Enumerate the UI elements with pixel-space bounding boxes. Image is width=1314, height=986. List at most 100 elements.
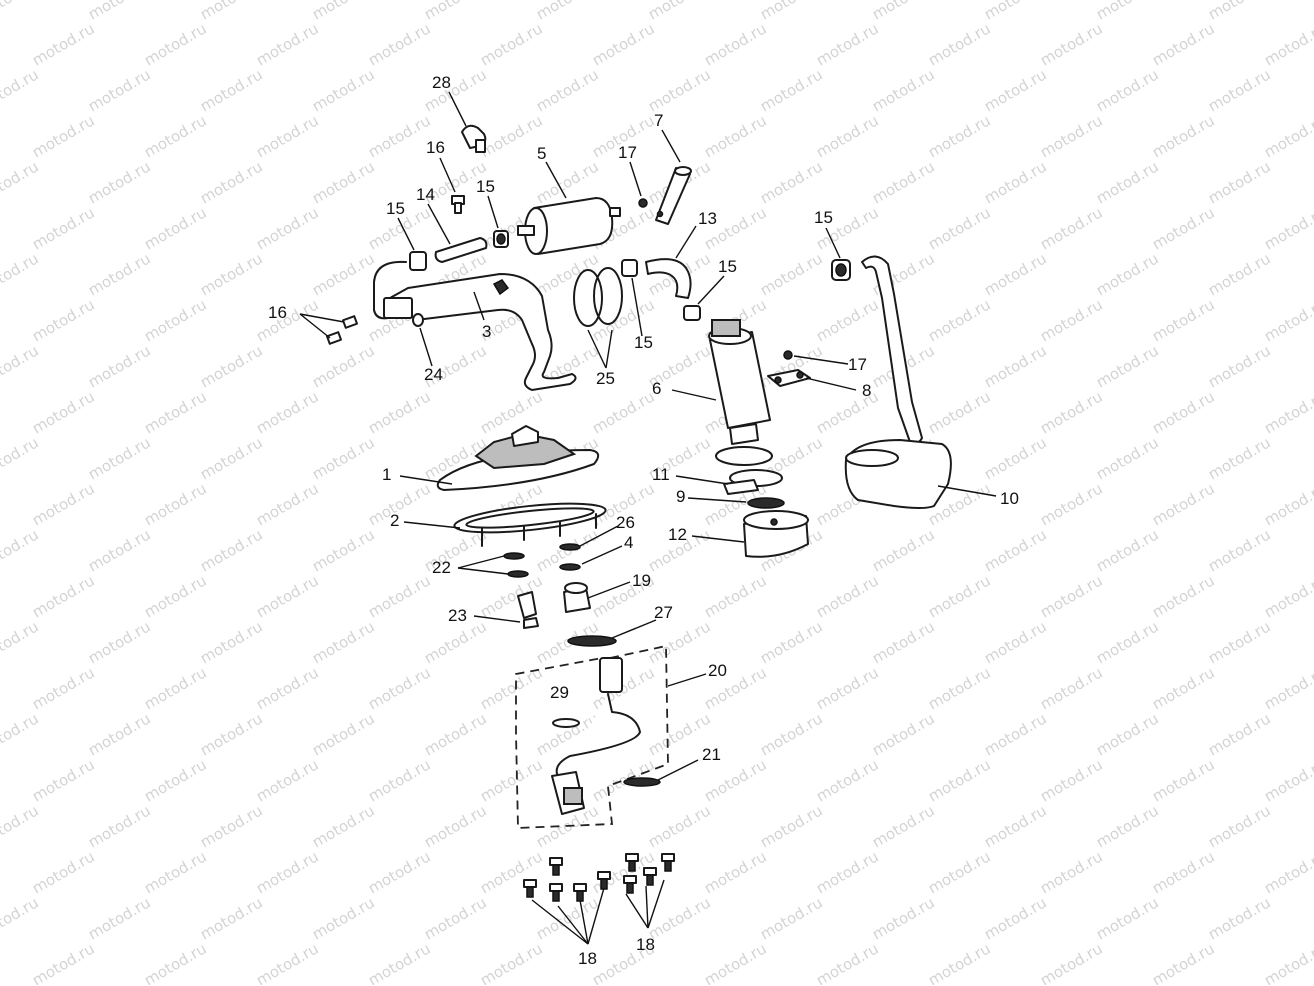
watermark-text: motod.ru — [29, 479, 98, 529]
part-16-bolt-upper — [451, 195, 465, 214]
watermark-text: motod.ru — [645, 617, 714, 667]
callout-12: 12 — [668, 525, 687, 544]
watermark-text: motod.ru — [253, 755, 322, 805]
callout-1: 1 — [382, 465, 391, 484]
callout-26: 26 — [616, 513, 635, 532]
watermark-text: motod.ru — [1093, 525, 1162, 575]
watermark-text: motod.ru — [981, 433, 1050, 483]
watermark-text: motod.ru — [813, 755, 882, 805]
watermark-text: motod.ru — [421, 709, 490, 759]
watermark-text: motod.ru — [197, 341, 266, 391]
watermark-text: motod.ru — [0, 709, 42, 759]
watermark-text: motod.ru — [1205, 801, 1274, 851]
watermark-text: motod.ru — [925, 387, 994, 437]
watermark-text: motod.ru — [253, 663, 322, 713]
watermark-text: motod.ru — [757, 65, 826, 115]
watermark-text: motod.ru — [197, 249, 266, 299]
watermark-text: motod.ru — [533, 249, 602, 299]
watermark-text: motod.ru — [1261, 295, 1314, 345]
watermark-text: motod.ru — [1149, 663, 1218, 713]
watermark-text: motod.ru — [309, 341, 378, 391]
callout-8: 8 — [862, 381, 871, 400]
watermark-text: motod.ru — [813, 295, 882, 345]
part-3-fuel-pipe — [373, 260, 577, 391]
part-13-bent-hose — [645, 258, 692, 299]
watermark-text: motod.ru — [813, 939, 882, 986]
screw-18 — [549, 857, 563, 876]
watermark-text: motod.ru — [1205, 0, 1274, 23]
watermark-text: motod.ru — [981, 157, 1050, 207]
part-11-ring — [723, 469, 783, 495]
screw-18 — [661, 853, 675, 872]
watermark-text: motod.ru — [757, 157, 826, 207]
watermark-text: motod.ru — [141, 111, 210, 161]
screw-18 — [549, 883, 563, 902]
watermark-text: motod.ru — [869, 525, 938, 575]
watermark-text: motod.ru — [813, 847, 882, 897]
watermark-text: motod.ru — [365, 571, 434, 621]
watermark-text: motod.ru — [365, 663, 434, 713]
callout-22: 22 — [432, 558, 451, 577]
watermark-text: motod.ru — [141, 295, 210, 345]
leader-lines — [299, 91, 997, 945]
watermark-text: motod.ru — [29, 111, 98, 161]
watermark-text: motod.ru — [29, 571, 98, 621]
callout-29: 29 — [550, 683, 569, 702]
watermark-text: motod.ru — [1149, 19, 1218, 69]
watermark-text: motod.ru — [981, 801, 1050, 851]
watermark-text: motod.ru — [85, 525, 154, 575]
watermark-text: motod.ru — [1261, 939, 1314, 986]
watermark-text: motod.ru — [925, 571, 994, 621]
callout-4: 4 — [624, 533, 633, 552]
watermark-text: motod.ru — [1037, 571, 1106, 621]
part-23-screw — [517, 591, 539, 629]
watermark-text: motod.ru — [253, 939, 322, 986]
watermark-text: motod.ru — [533, 65, 602, 115]
watermark-text: motod.ru — [197, 801, 266, 851]
callout-9: 9 — [676, 487, 685, 506]
watermark-text: motod.ru — [869, 65, 938, 115]
watermark-text: motod.ru — [757, 617, 826, 667]
watermark-text: motod.ru — [1093, 801, 1162, 851]
watermark-text: motod.ru — [197, 525, 266, 575]
watermark-text: motod.ru — [197, 617, 266, 667]
watermark-text: motod.ru — [141, 755, 210, 805]
watermark-text: motod.ru — [869, 893, 938, 943]
watermark-text: motod.ru — [645, 0, 714, 23]
watermark-text: motod.ru — [813, 19, 882, 69]
watermark-text: motod.ru — [29, 295, 98, 345]
watermark-text: motod.ru — [1149, 571, 1218, 621]
watermark-text: motod.ru — [869, 617, 938, 667]
watermark-text: motod.ru — [925, 295, 994, 345]
part-14-hose — [434, 237, 488, 263]
watermark-text: motod.ru — [701, 111, 770, 161]
part-7-bracket — [655, 166, 692, 225]
watermark-text: motod.ru — [1093, 157, 1162, 207]
part-2-gasket — [453, 502, 607, 547]
watermark-text: motod.ru — [1261, 19, 1314, 69]
callout-15: 15 — [386, 199, 405, 218]
watermark-text: motod.ru — [0, 157, 42, 207]
watermark-text: motod.ru — [701, 19, 770, 69]
watermark-text: motod.ru — [197, 709, 266, 759]
callout-16: 16 — [268, 303, 287, 322]
screw-18 — [623, 875, 637, 894]
watermark-text: motod.ru — [1261, 571, 1314, 621]
watermark-text: motod.ru — [0, 341, 42, 391]
callout-19: 19 — [632, 571, 651, 590]
watermark-text: motod.ru — [141, 479, 210, 529]
watermark-text: motod.ru — [141, 203, 210, 253]
callout-27: 27 — [654, 603, 673, 622]
watermark-text: motod.ru — [1205, 157, 1274, 207]
watermark-text: motod.ru — [1037, 479, 1106, 529]
callout-10: 10 — [1000, 489, 1019, 508]
watermark-text: motod.ru — [29, 203, 98, 253]
callout-28: 28 — [432, 73, 451, 92]
part-15-clamp-c — [621, 259, 638, 277]
watermark-text: motod.ru — [365, 111, 434, 161]
callout-15: 15 — [634, 333, 653, 352]
watermark-text: motod.ru — [1261, 663, 1314, 713]
watermark-text: motod.ru — [1037, 203, 1106, 253]
callout-18: 18 — [578, 949, 597, 968]
watermark-text: motod.ru — [29, 755, 98, 805]
